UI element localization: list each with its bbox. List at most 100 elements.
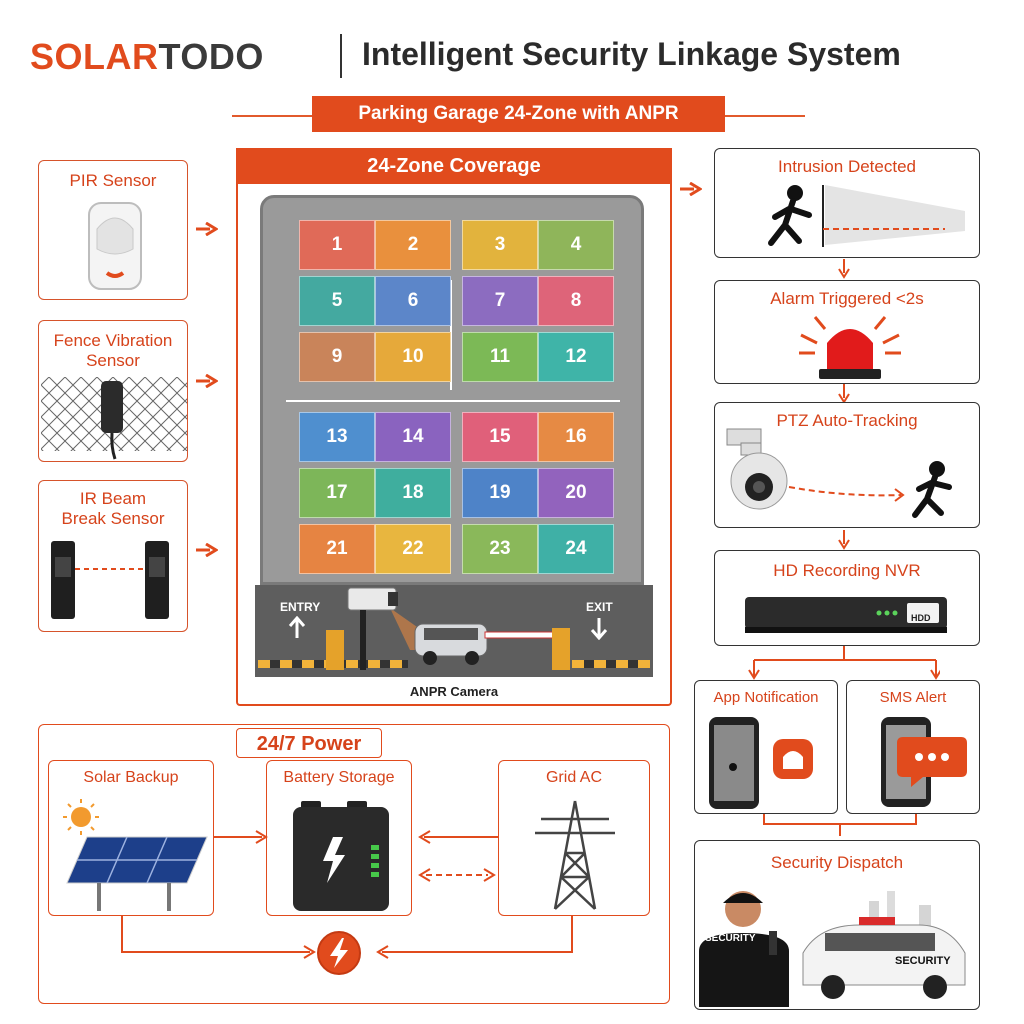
split-arrow-icon	[748, 646, 940, 680]
fence-sensor-label: Fence Vibration Sensor	[53, 331, 173, 370]
lane-arrow-vertical	[450, 280, 452, 390]
power-tower-icon	[535, 800, 615, 910]
nvr-device-icon	[745, 597, 947, 633]
zone-11: 11	[462, 332, 538, 382]
power-merge-arrows-icon	[121, 916, 573, 959]
solar-panel-icon	[63, 799, 208, 911]
power-bolt-icon	[317, 931, 361, 975]
zone-6: 6	[375, 276, 451, 326]
brand-part-2: TODO	[158, 36, 264, 77]
nvr-hdd-badge: HDD	[911, 613, 931, 623]
sms-bubble-icon	[881, 717, 967, 807]
entry-arrow-icon	[288, 616, 306, 638]
solar-backup-card: Solar Backup	[48, 760, 214, 916]
ir-beam-card: IR Beam Break Sensor	[38, 480, 188, 632]
entry-label: ENTRY	[280, 600, 321, 614]
page-title: Intelligent Security Linkage System	[362, 36, 901, 72]
siren-icon	[799, 316, 901, 379]
battery-storage-label: Battery Storage	[283, 769, 395, 786]
guard-badge: SECURITY	[705, 933, 756, 944]
car-badge: SECURITY	[895, 955, 951, 967]
zone-21: 21	[299, 524, 375, 574]
exit-label: EXIT	[586, 600, 613, 614]
zone-20: 20	[538, 468, 614, 518]
zone-24: 24	[538, 524, 614, 574]
bidirectional-arrow-icon	[418, 868, 496, 882]
arrow-right-icon	[680, 182, 702, 196]
zone-15: 15	[462, 412, 538, 462]
zone-18: 18	[375, 468, 451, 518]
ir-beam-label: IR Beam Break Sensor	[61, 489, 165, 528]
pir-sensor-label: PIR Sensor	[69, 171, 157, 190]
arrow-right-icon	[196, 543, 218, 557]
intrusion-detected-card: Intrusion Detected	[714, 148, 980, 258]
nvr-card: HD Recording NVR HDD	[714, 550, 980, 646]
power-frame	[38, 724, 670, 1004]
intrusion-detected-label: Intrusion Detected	[778, 157, 916, 176]
subtitle-line-right	[725, 115, 805, 117]
anpr-camera-scene-icon	[326, 587, 570, 670]
brand-logo: SOLARTODO	[30, 36, 264, 78]
nvr-label: HD Recording NVR	[773, 561, 921, 580]
fence-vibration-icon	[41, 377, 187, 460]
subtitle-banner: Parking Garage 24-Zone with ANPR	[312, 96, 725, 132]
zone-23: 23	[462, 524, 538, 574]
hazard-stripe	[572, 660, 650, 668]
battery-storage-card: Battery Storage	[266, 760, 412, 916]
ir-beam-icon	[51, 541, 169, 619]
zone-7: 7	[462, 276, 538, 326]
battery-icon	[293, 801, 389, 911]
grid-ac-card: Grid AC	[498, 760, 650, 916]
merge-arrow-icon	[763, 814, 917, 836]
zone-9: 9	[299, 332, 375, 382]
app-notification-label: App Notification	[713, 689, 819, 706]
app-alert-icon	[709, 717, 813, 809]
arrow-right-icon	[196, 222, 218, 236]
zone-16: 16	[538, 412, 614, 462]
sms-alert-label: SMS Alert	[879, 689, 947, 706]
pir-sensor-icon	[88, 202, 142, 290]
zone-1: 1	[299, 220, 375, 270]
brand-part-1: SOLAR	[30, 36, 159, 77]
security-guard-car-icon	[699, 891, 966, 1007]
ptz-tracking-card: PTZ Auto-Tracking	[714, 402, 980, 528]
exit-arrow-icon	[590, 618, 608, 640]
arrow-right-icon	[196, 374, 218, 388]
zone-13: 13	[299, 412, 375, 462]
intruder-icon	[768, 185, 965, 247]
lane-arrow-horizontal	[286, 400, 620, 402]
ptz-camera-icon	[726, 428, 952, 518]
security-dispatch-card: Security Dispatch SECURITY SECURITY	[694, 840, 980, 1010]
security-dispatch-label: Security Dispatch	[770, 853, 904, 872]
arrow-left-icon	[418, 830, 498, 844]
zone-3: 3	[462, 220, 538, 270]
grid-ac-label: Grid AC	[545, 769, 602, 786]
power-title: 24/7 Power	[236, 728, 382, 758]
zone-4: 4	[538, 220, 614, 270]
pir-sensor-card: PIR Sensor	[38, 160, 188, 300]
zone-22: 22	[375, 524, 451, 574]
sms-alert-card: SMS Alert	[846, 680, 980, 814]
zone-2: 2	[375, 220, 451, 270]
zone-5: 5	[299, 276, 375, 326]
alarm-card: Alarm Triggered <2s	[714, 280, 980, 384]
zone-8: 8	[538, 276, 614, 326]
anpr-camera-label: ANPR Camera	[409, 684, 499, 699]
zone-17: 17	[299, 468, 375, 518]
fence-sensor-card: Fence Vibration Sensor	[38, 320, 188, 462]
header-divider	[340, 34, 342, 78]
solar-backup-label: Solar Backup	[83, 769, 179, 786]
zone-19: 19	[462, 468, 538, 518]
arrow-right-icon	[214, 830, 268, 844]
zone-map-title: 24-Zone Coverage	[236, 148, 672, 184]
ptz-tracking-label: PTZ Auto-Tracking	[776, 411, 918, 430]
app-notification-card: App Notification	[694, 680, 838, 814]
subtitle-line-left	[232, 115, 312, 117]
arrow-down-icon	[838, 384, 850, 404]
zone-14: 14	[375, 412, 451, 462]
zone-12: 12	[538, 332, 614, 382]
alarm-label: Alarm Triggered <2s	[770, 289, 924, 308]
zone-10: 10	[375, 332, 451, 382]
arrow-down-icon	[838, 259, 850, 279]
arrow-down-icon	[838, 530, 850, 550]
